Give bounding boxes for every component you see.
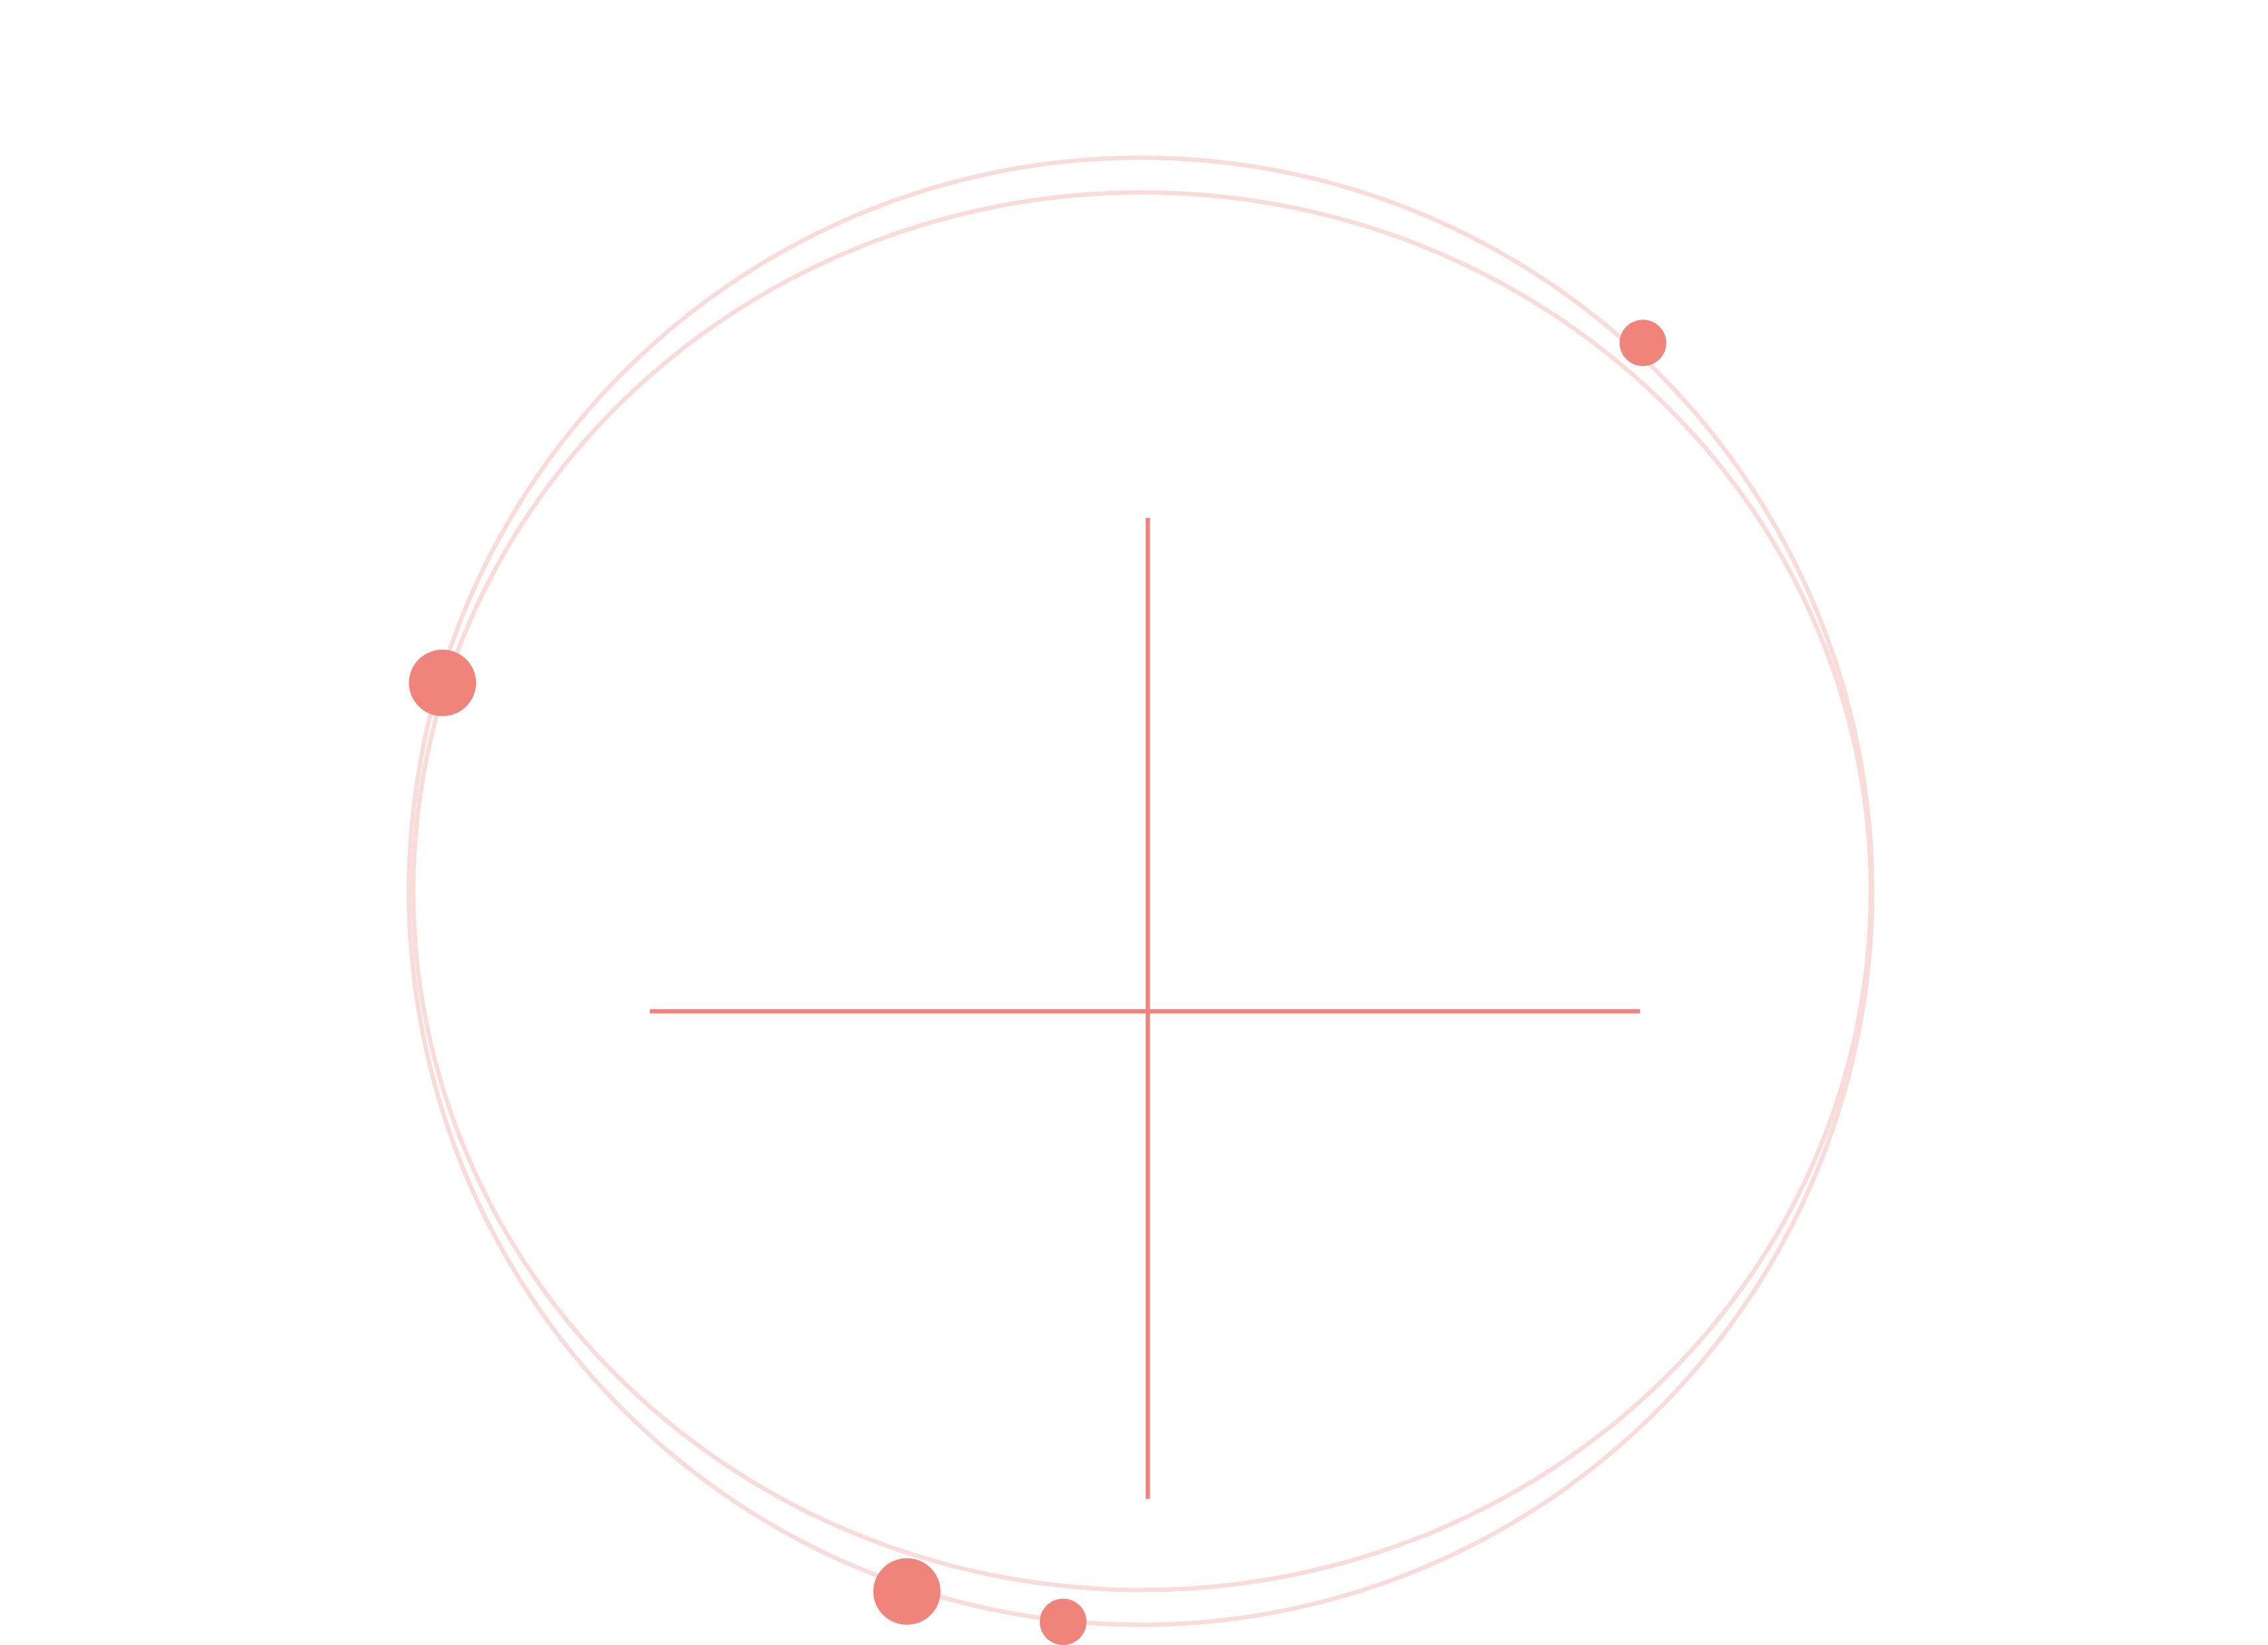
- orbit-dot-left[interactable]: [409, 649, 477, 716]
- orbit-dot-top-right[interactable]: [1619, 320, 1667, 366]
- outer-ring: [406, 155, 1875, 1627]
- orbit-dot-bottom-small[interactable]: [1039, 1598, 1087, 1645]
- orbit-dot-bottom-large[interactable]: [873, 1558, 941, 1625]
- crosshair-icon: [650, 518, 1640, 1499]
- inner-ring: [411, 190, 1873, 1592]
